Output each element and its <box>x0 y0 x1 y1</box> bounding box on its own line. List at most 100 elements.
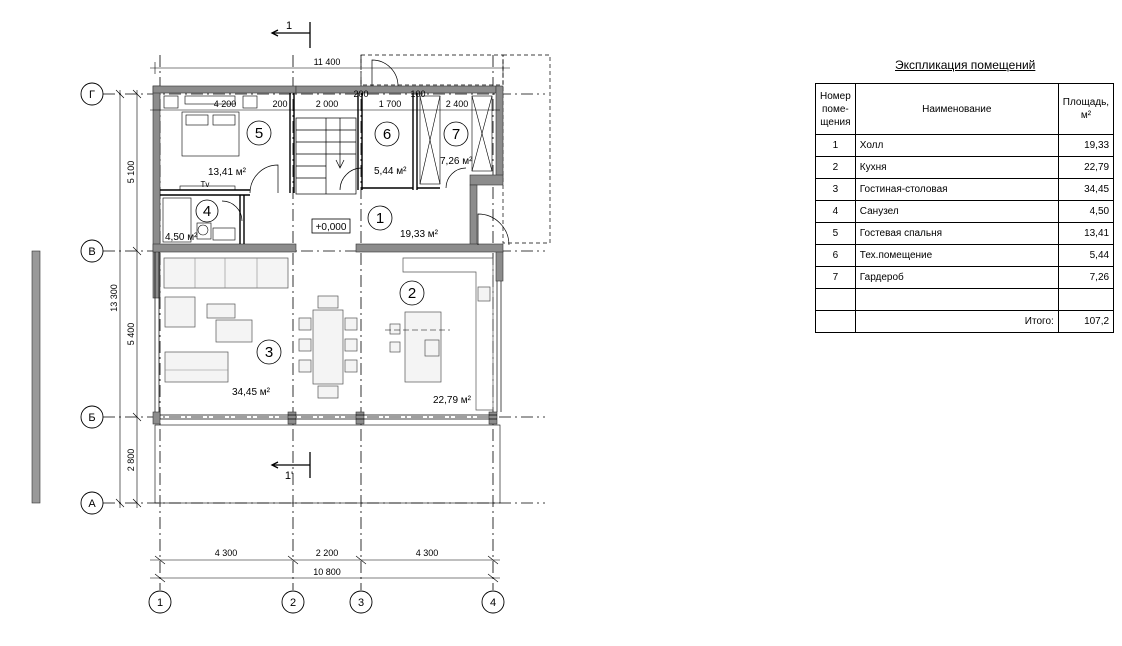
section-mark-top-label: 1 <box>286 20 292 32</box>
room-areas: 19,33 м² 22,79 м² 34,45 м² 4,50 м² 13,41… <box>165 156 473 406</box>
dim-left-1: 5 100 <box>126 161 136 184</box>
explication-title: Экспликация помещений <box>895 58 1036 72</box>
room-area-6: 5,44 м² <box>374 166 407 177</box>
dim-top-total: 11 400 <box>314 57 341 67</box>
room-area-3: 34,45 м² <box>232 387 271 398</box>
bedroom-furniture <box>163 95 258 191</box>
table-row-empty <box>815 288 1115 311</box>
dim-bottom-3: 4 300 <box>416 548 439 558</box>
section-mark-top <box>270 22 311 48</box>
section-mark-bottom <box>270 452 311 478</box>
room-number-5: 5 <box>255 125 263 142</box>
dim-left-total: 13 300 <box>109 284 119 312</box>
dim-top-3: 2 000 <box>316 99 339 109</box>
dim-top-2: 200 <box>272 99 287 109</box>
row-name: Тех.помещение <box>854 244 1059 267</box>
row-number: 7 <box>815 266 856 289</box>
dim-left-2: 5 400 <box>126 323 136 346</box>
room-number-3: 3 <box>265 344 273 361</box>
room-numbers: 1 2 3 4 5 6 7 <box>203 125 460 361</box>
row-name: Гардероб <box>854 266 1059 289</box>
row-number: 5 <box>815 222 856 245</box>
row-area: 5,44 <box>1057 244 1115 267</box>
row-name: Кухня <box>854 156 1059 179</box>
dim-left-3: 2 800 <box>126 449 136 472</box>
row-area: 34,45 <box>1057 178 1115 201</box>
dim-bottom-1: 4 300 <box>215 548 238 558</box>
axis-label-2: 2 <box>290 597 296 609</box>
room-number-4: 4 <box>203 203 211 220</box>
living-furniture <box>163 257 289 383</box>
axis-label-1: 1 <box>157 597 163 609</box>
row-area: 13,41 <box>1057 222 1115 245</box>
room-area-7: 7,26 м² <box>440 156 473 167</box>
row-number: 3 <box>815 178 856 201</box>
room-area-2: 22,79 м² <box>433 395 472 406</box>
stairs <box>295 117 357 195</box>
axis-label-3: 3 <box>358 597 364 609</box>
axis-label-g: Г <box>89 89 95 101</box>
kitchen-furniture <box>389 257 494 411</box>
bathroom-furniture <box>162 197 236 243</box>
level-mark-box <box>311 218 351 234</box>
tv-label: Tv <box>201 180 210 189</box>
room-markers <box>195 120 469 365</box>
row-name: Холл <box>854 134 1059 157</box>
level-mark: +0,000 <box>316 222 347 233</box>
table-total-row: Итого:107,2 <box>815 310 1115 333</box>
total-label: Итого: <box>854 310 1059 333</box>
row-number: 1 <box>815 134 856 157</box>
terrace-bottom <box>154 424 501 504</box>
row-area: 19,33 <box>1057 134 1115 157</box>
floor-plan: +0,000 Tv 1 1' 1 2 3 4 5 6 7 19,33 м² 22… <box>31 20 551 614</box>
axis-bubbles <box>80 82 505 614</box>
room-number-6: 6 <box>383 126 391 143</box>
room-number-7: 7 <box>452 126 460 143</box>
dim-bottom-total: 10 800 <box>313 567 341 577</box>
total-value: 107,2 <box>1057 310 1115 333</box>
room-number-2: 2 <box>408 285 416 302</box>
room-number-1: 1 <box>376 210 384 227</box>
row-area: 4,50 <box>1057 200 1115 223</box>
section-mark-bottom-label: 1' <box>285 470 293 482</box>
row-area: 22,79 <box>1057 156 1115 179</box>
wardrobe <box>419 95 493 185</box>
header-name: Наименование <box>854 83 1059 135</box>
table-header-row: Номер поме-щения Наименование Площадь, м… <box>815 83 1115 135</box>
dim-top-5: 200 <box>353 89 368 99</box>
axis-label-a: А <box>88 498 96 510</box>
dining-table <box>298 295 358 399</box>
window-lines <box>154 252 502 420</box>
terrace-wall <box>31 250 41 504</box>
row-name: Гостевая спальня <box>854 222 1059 245</box>
exterior-walls <box>152 85 504 425</box>
doors <box>221 59 510 246</box>
room-area-5: 13,41 м² <box>208 167 247 178</box>
dim-bottom-2: 2 200 <box>316 548 339 558</box>
living-furniture-lines <box>165 258 258 371</box>
dim-top-1: 4 200 <box>214 99 237 109</box>
row-name: Гостиная-столовая <box>854 178 1059 201</box>
axis-label-v: В <box>88 246 95 258</box>
axis-label-b: Б <box>88 412 95 424</box>
dimension-lines <box>115 62 510 583</box>
header-area: Площадь, м² <box>1057 83 1115 135</box>
row-number: 4 <box>815 200 856 223</box>
row-number: 6 <box>815 244 856 267</box>
row-number: 2 <box>815 156 856 179</box>
dim-top-6: 100 <box>410 89 425 99</box>
explication-table: Номер поме-щения Наименование Площадь, м… <box>815 83 1115 333</box>
dim-top-7: 2 400 <box>446 99 469 109</box>
header-number: Номер поме-щения <box>815 83 856 135</box>
dim-top-4: 1 700 <box>379 99 402 109</box>
row-name: Санузел <box>854 200 1059 223</box>
room-area-4: 4,50 м² <box>165 232 198 243</box>
axis-label-4: 4 <box>490 597 496 609</box>
